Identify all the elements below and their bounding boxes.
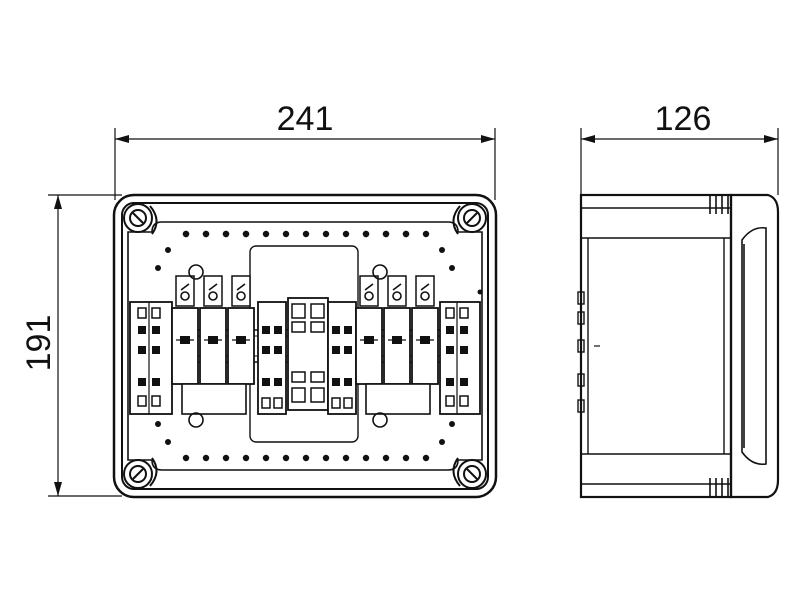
side-notches-bottom: [709, 478, 729, 496]
mounting-hole: [342, 454, 350, 462]
height-dimension-label: 191: [20, 315, 58, 372]
mounting-hole: [262, 454, 270, 462]
mounting-hole: [202, 230, 210, 238]
mounting-hole: [282, 454, 290, 462]
fuse-holders-right: [355, 264, 439, 428]
mounting-hole: [322, 454, 330, 462]
mounting-hole: [382, 230, 390, 238]
fuse-holders-left: [171, 264, 255, 428]
side-base-outline: [579, 193, 733, 499]
mounting-hole: [262, 230, 270, 238]
fuse-holder: [199, 275, 227, 385]
mounting-hole: [202, 454, 210, 462]
enclosure-inner-outline: [121, 202, 489, 490]
fuse-holder: [355, 275, 383, 385]
terminal-block-center: [287, 297, 329, 411]
mounting-hole: [222, 454, 230, 462]
mounting-hole: [282, 230, 290, 238]
front-view: [112, 193, 498, 499]
mounting-hole: [322, 230, 330, 238]
mounting-holes-bottom: [182, 454, 430, 462]
mounting-hole: [382, 454, 390, 462]
side-wall-ribs: [577, 291, 600, 413]
corner-screw-top-left: [123, 203, 158, 235]
mounting-hole: [242, 230, 250, 238]
mounting-hole: [362, 230, 370, 238]
mounting-hole: [182, 230, 190, 238]
corner-screw-bottom-right: [452, 457, 487, 489]
mounting-hole: [342, 230, 350, 238]
side-notches-top: [709, 196, 729, 214]
fuse-holder: [411, 275, 439, 385]
mounting-plate: [127, 221, 483, 471]
side-view: [577, 193, 780, 499]
height-dimension: 191: [20, 194, 122, 497]
mounting-hole: [302, 230, 310, 238]
mounting-hole: [402, 454, 410, 462]
terminal-block-right-inner: [327, 301, 357, 415]
terminal-block-right-outer: [439, 301, 481, 415]
mounting-hole: [362, 454, 370, 462]
corner-screw-bottom-left: [123, 457, 158, 489]
fuse-holder: [383, 275, 411, 385]
width-dimension-label: 241: [277, 100, 334, 138]
mounting-hole: [182, 454, 190, 462]
mounting-hole: [402, 230, 410, 238]
width-dimension: 241: [114, 100, 496, 200]
fuse-holder: [171, 275, 199, 385]
mounting-hole: [302, 454, 310, 462]
mounting-holes-top: [182, 230, 430, 238]
enclosure-outer-outline: [112, 193, 498, 499]
mounting-holes-side: [129, 247, 483, 445]
mounting-hole: [422, 454, 430, 462]
depth-dimension: 126: [580, 100, 779, 195]
terminal-block-left-outer: [129, 301, 173, 415]
mounting-hole: [242, 454, 250, 462]
depth-dimension-label: 126: [655, 100, 712, 138]
mounting-hole: [222, 230, 230, 238]
corner-screw-top-right: [452, 203, 487, 235]
fuse-holder: [227, 275, 255, 385]
side-lid-outline: [729, 193, 780, 499]
mounting-hole: [422, 230, 430, 238]
terminal-block-left-inner: [257, 301, 287, 415]
